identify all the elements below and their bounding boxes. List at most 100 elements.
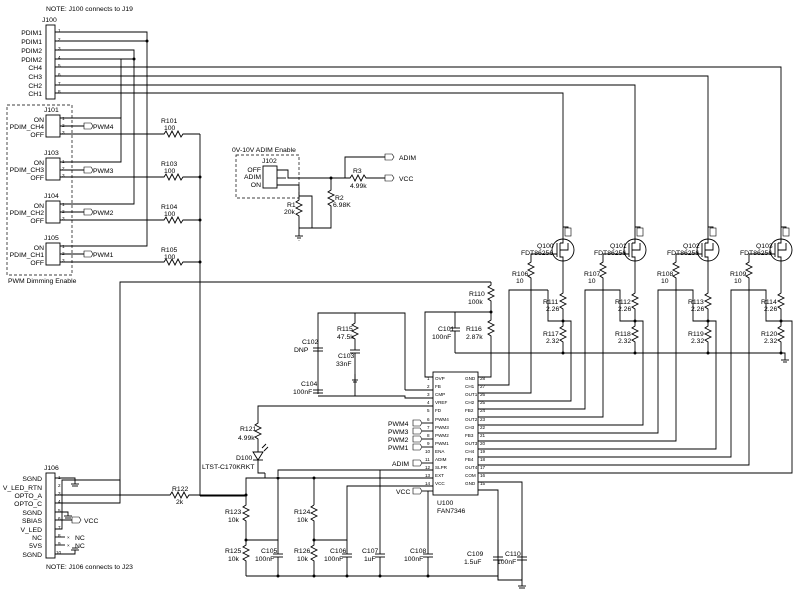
j103-off: OFF	[30, 175, 44, 182]
jumper-j103[interactable]: J103 ON PDIM_CH3 OFF 1 2 3 PWM3	[10, 150, 160, 182]
r2-val: 6.98K	[333, 202, 351, 209]
channel-1: Q100 FDT86256 R106 10 R111 2.26 R117 2.3…	[478, 211, 575, 402]
r107-ref: R107	[584, 271, 600, 278]
ic-rn20: 20	[480, 441, 486, 446]
c103-ref: C103	[338, 353, 354, 360]
r123-ref: R123	[225, 509, 241, 516]
ic-lp9: PWM1	[435, 441, 449, 446]
j106-nc1-x: ×	[67, 535, 70, 540]
ic-ln3: 3	[427, 392, 430, 397]
j100-num5: 5	[58, 63, 61, 68]
r118-ref: R118	[615, 331, 631, 338]
r114-val: 2.26	[764, 306, 777, 313]
ic-rp24: FB2	[465, 408, 474, 413]
r125-val: 10k	[228, 556, 240, 563]
adim-net-label: ADIM	[399, 155, 416, 162]
ic-ln10: 10	[425, 449, 431, 454]
j103-net: PWM3	[93, 168, 114, 175]
r122-val: 2k	[176, 499, 184, 506]
ic-rn17: 17	[480, 465, 486, 470]
j100-num2: 2	[58, 37, 61, 42]
ic-rn23: 23	[480, 417, 486, 422]
ic-rp26: OUT1	[465, 392, 478, 397]
c101-val: 100nF	[432, 334, 451, 341]
net-flag-adim	[384, 153, 395, 161]
j103-n2: 2	[62, 166, 65, 171]
j105-n1: 1	[62, 244, 65, 249]
ic-ln14: 14	[425, 481, 431, 486]
ic-rn18: 18	[480, 457, 486, 462]
j106-pin4: OPTO_C	[14, 501, 42, 508]
r103-val: 100	[164, 168, 176, 175]
connector-j100: J100 PDIM1 PDIM1 PDIM2 PDIM2 CH4 CH3 CH2…	[21, 17, 61, 100]
channel-4: Q103 FDT86256 R109 10 R114 2.26 R120 2.3…	[478, 211, 793, 474]
c106-val: 100nF	[324, 556, 343, 563]
j106-nc1: NC	[75, 535, 85, 542]
net-flag-pwm1	[83, 250, 94, 258]
r106-ref: R106	[512, 271, 528, 278]
j100-num8: 8	[58, 89, 61, 94]
ic-ln1: 1	[427, 376, 430, 381]
r111-ref: R111	[543, 299, 558, 306]
r120-val: 2.32	[764, 338, 777, 345]
j100-num1: 1	[58, 28, 61, 33]
j101-n2: 2	[62, 123, 65, 128]
net-pwm4-ic: PWM4	[388, 421, 409, 428]
j100-num4: 4	[58, 55, 61, 60]
ic-ln7: 7	[427, 425, 430, 430]
status-led-block: R121 4.99k D100 LTST-C170KRKT	[202, 405, 433, 479]
r126-val: 10k	[297, 556, 309, 563]
j102-off: OFF	[247, 167, 261, 174]
j100-pin5: CH4	[28, 65, 42, 72]
c109-val: 1.5uF	[464, 559, 481, 566]
r119-ref: R119	[688, 331, 704, 338]
r125-ref: R125	[225, 548, 241, 555]
r117-val: 2.32	[546, 338, 559, 345]
ic-lp11: ADIM	[435, 457, 447, 462]
j102-on: ON	[251, 182, 261, 189]
ic-left-pins: OVP FB CMP VREF FD PWM4 PWM3 PWM2 PWM1 E…	[435, 376, 449, 486]
ic-lp1: OVP	[435, 376, 445, 381]
j105-mid: PDIM_CH1	[10, 252, 45, 259]
ic-ln11: 11	[425, 457, 430, 462]
r116-val: 2.87k	[466, 334, 483, 341]
ic-rn27: 27	[480, 384, 486, 389]
jumper-j101[interactable]: J101 ON PDIM_CH4 OFF 1 2 3 PWM4	[10, 107, 160, 139]
r106-val: 10	[516, 278, 524, 285]
r118-val: 2.32	[618, 338, 631, 345]
j106-pin3: OPTO_A	[15, 493, 43, 500]
sense-ground-bus	[455, 351, 789, 363]
ic-rn19: 19	[480, 449, 486, 454]
r110-val: 100k	[468, 299, 483, 306]
jumper-j102[interactable]: OFF ADIM ON	[244, 165, 278, 189]
j104-n3: 3	[62, 216, 65, 221]
r112-val: 2.26	[618, 306, 631, 313]
ic-input-nets: PWM4 PWM3 PWM2 PWM1 ADIM VCC	[388, 419, 433, 496]
j106-n4: 4	[58, 499, 61, 504]
j106-pin10: SGND	[22, 552, 42, 559]
pwm-resistors: R101 100 R103 100 R104 100 R105 100	[160, 118, 202, 496]
ic-ln2: 2	[427, 384, 430, 389]
ic-rp15: GND	[465, 481, 476, 486]
j103-n3: 3	[62, 173, 65, 178]
c109-ref: C109	[467, 551, 483, 558]
ic-ref: U100	[437, 500, 453, 507]
r119-val: 2.32	[691, 338, 704, 345]
j103-on: ON	[34, 160, 44, 167]
note-j100: NOTE: J100 connects to J19	[46, 6, 133, 13]
vcc-net-label: VCC	[399, 176, 413, 183]
net-adim-ic: ADIM	[392, 461, 409, 468]
r111-val: 2.26	[546, 306, 559, 313]
j106-pin7: V_LED	[20, 527, 42, 534]
q100-part: FDT86256	[521, 250, 553, 257]
jumper-j105[interactable]: J105 ON PDIM_CH1 OFF 1 2 3 PWM1	[10, 235, 160, 267]
net-pwm2-ic: PWM2	[388, 437, 409, 444]
r107-val: 10	[588, 278, 596, 285]
j101-mid: PDIM_CH4	[10, 124, 45, 131]
c106-ref: C106	[330, 548, 346, 555]
ic-lp7: PWM3	[435, 425, 449, 430]
c104-ref: C104	[301, 381, 317, 388]
ic-rn28: 28	[480, 376, 486, 381]
jumper-j104[interactable]: J104 ON PDIM_CH2 OFF 1 2 3 PWM2	[10, 193, 160, 225]
j106-vcc: VCC	[84, 518, 98, 525]
